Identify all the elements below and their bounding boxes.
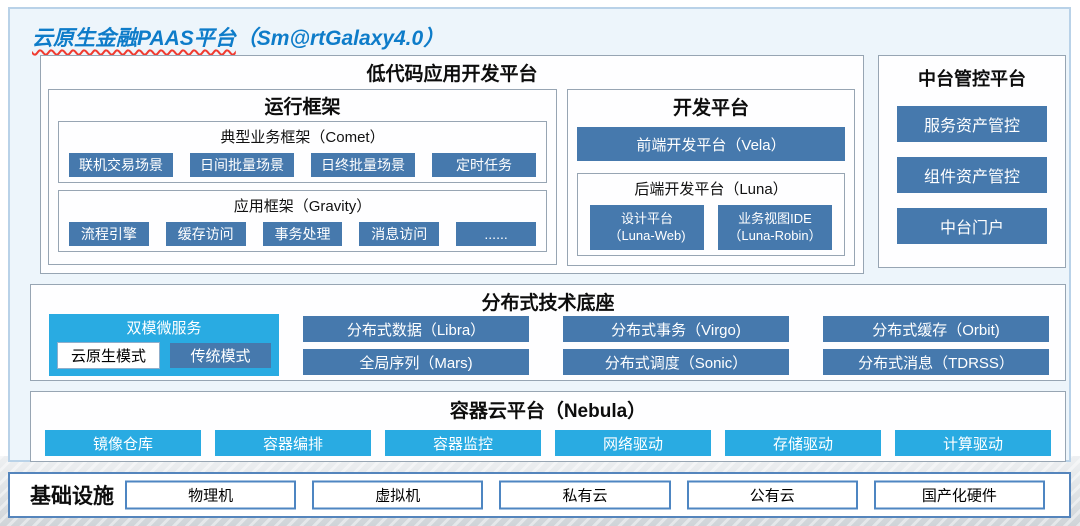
chip-physical-machine: 物理机 <box>125 480 297 510</box>
chip-container-orchestration: 容器编排 <box>215 430 371 456</box>
container-cloud-title: 容器云平台（Nebula） <box>449 401 647 422</box>
chip-process-engine: 流程引擎 <box>69 222 149 246</box>
chip-luna-robin-line1: 业务视图IDE <box>738 210 812 226</box>
luna-backend-title: 后端开发平台（Luna） <box>634 181 788 198</box>
dual-mode-title: 双模微服务 <box>126 320 202 337</box>
chip-storage-driver: 存储驱动 <box>725 430 881 456</box>
dev-platform-box: 开发平台 前端开发平台（Vela） 后端开发平台（Luna） 设计平台 （Lun… <box>567 89 855 266</box>
chip-libra-data: 分布式数据（Libra） <box>303 316 529 342</box>
chip-domestic-hardware: 国产化硬件 <box>873 480 1046 510</box>
gravity-framework-box: 应用框架（Gravity） 流程引擎 缓存访问 事务处理 消息访问 ...... <box>58 190 547 252</box>
middle-platform-box: 中台管控平台 服务资产管控 组件资产管控 中台门户 <box>878 55 1066 268</box>
lowcode-platform-title: 低代码应用开发平台 <box>366 64 538 85</box>
chip-cloud-native-mode: 云原生模式 <box>57 342 160 369</box>
middle-platform-title: 中台管控平台 <box>918 69 1026 89</box>
infrastructure-strip: 基础设施 物理机 虚拟机 私有云 公有云 国产化硬件 <box>8 472 1071 518</box>
chip-day-batch: 日间批量场景 <box>190 153 294 177</box>
distributed-base-title: 分布式技术底座 <box>481 293 615 314</box>
chip-service-asset-control: 服务资产管控 <box>897 106 1047 142</box>
luna-backend-box: 后端开发平台（Luna） 设计平台 （Luna-Web) 业务视图IDE （Lu… <box>577 173 845 256</box>
page-title-cn: 云原生金融PAAS平台 <box>32 27 236 50</box>
chip-public-cloud: 公有云 <box>686 480 858 510</box>
chip-orbit-cache: 分布式缓存（Orbit) <box>823 316 1049 342</box>
main-platform-container: 云原生金融PAAS平台（Sm@rtGalaxy4.0） 低代码应用开发平台 运行… <box>8 7 1071 462</box>
runtime-framework-title: 运行框架 <box>264 97 341 118</box>
container-cloud-box: 容器云平台（Nebula） 镜像仓库 容器编排 容器监控 网络驱动 存储驱动 计… <box>30 391 1066 462</box>
distributed-chip-grid: 分布式数据（Libra） 分布式事务（Virgo) 分布式缓存（Orbit) 全… <box>303 316 1049 375</box>
infrastructure-chip-row: 物理机 虚拟机 私有云 公有云 国产化硬件 <box>125 480 1046 510</box>
chip-container-monitoring: 容器监控 <box>385 430 541 456</box>
dev-platform-title: 开发平台 <box>672 98 749 119</box>
chip-luna-robin: 业务视图IDE （Luna-Robin） <box>718 205 832 250</box>
dual-mode-microservice-box: 双模微服务 云原生模式 传统模式 <box>49 314 279 376</box>
chip-luna-robin-line2: （Luna-Robin） <box>728 227 822 243</box>
chip-virgo-transaction: 分布式事务（Virgo) <box>563 316 789 342</box>
page-title: 云原生金融PAAS平台（Sm@rtGalaxy4.0） <box>32 22 444 52</box>
chip-tdrss-message: 分布式消息（TDRSS） <box>823 349 1049 375</box>
comet-framework-box: 典型业务框架（Comet） 联机交易场景 日间批量场景 日终批量场景 定时任务 <box>58 121 547 183</box>
gravity-chip-row: 流程引擎 缓存访问 事务处理 消息访问 ...... <box>59 216 546 246</box>
distributed-base-box: 分布式技术底座 双模微服务 云原生模式 传统模式 分布式数据（Libra） 分布… <box>30 284 1066 381</box>
chip-luna-web-line1: 设计平台 <box>620 210 673 226</box>
infrastructure-title: 基础设施 <box>30 485 114 508</box>
chip-message-access: 消息访问 <box>359 222 440 246</box>
chip-eod-batch: 日终批量场景 <box>311 153 415 177</box>
comet-chip-row: 联机交易场景 日间批量场景 日终批量场景 定时任务 <box>59 147 546 177</box>
chip-luna-web: 设计平台 （Luna-Web) <box>590 205 704 250</box>
chip-component-asset-control: 组件资产管控 <box>897 157 1047 193</box>
chip-virtual-machine: 虚拟机 <box>312 480 484 510</box>
gravity-framework-title: 应用框架（Gravity） <box>233 198 372 215</box>
chip-private-cloud: 私有云 <box>499 480 671 510</box>
dual-mode-row: 云原生模式 传统模式 <box>49 338 279 369</box>
chip-more-ellipsis: ...... <box>456 222 536 246</box>
chip-traditional-mode: 传统模式 <box>170 343 271 368</box>
chip-network-driver: 网络驱动 <box>555 430 711 456</box>
page-title-en: （Sm@rtGalaxy4.0） <box>235 27 445 50</box>
chip-luna-web-line2: （Luna-Web) <box>608 227 686 243</box>
comet-framework-title: 典型业务框架（Comet） <box>220 129 385 146</box>
chip-cache-access: 缓存访问 <box>165 222 246 246</box>
container-chip-row: 镜像仓库 容器编排 容器监控 网络驱动 存储驱动 计算驱动 <box>31 423 1065 456</box>
chip-vela-frontend: 前端开发平台（Vela） <box>577 127 845 161</box>
luna-chip-row: 设计平台 （Luna-Web) 业务视图IDE （Luna-Robin） <box>578 199 844 250</box>
chip-transaction-processing: 事务处理 <box>262 222 343 246</box>
chip-middle-portal: 中台门户 <box>897 208 1047 244</box>
chip-mars-sequence: 全局序列（Mars) <box>303 349 529 375</box>
chip-timed-task: 定时任务 <box>432 153 536 177</box>
chip-online-trading: 联机交易场景 <box>69 153 173 177</box>
chip-compute-driver: 计算驱动 <box>895 430 1051 456</box>
chip-image-repository: 镜像仓库 <box>45 430 201 456</box>
chip-sonic-scheduler: 分布式调度（Sonic） <box>563 349 789 375</box>
